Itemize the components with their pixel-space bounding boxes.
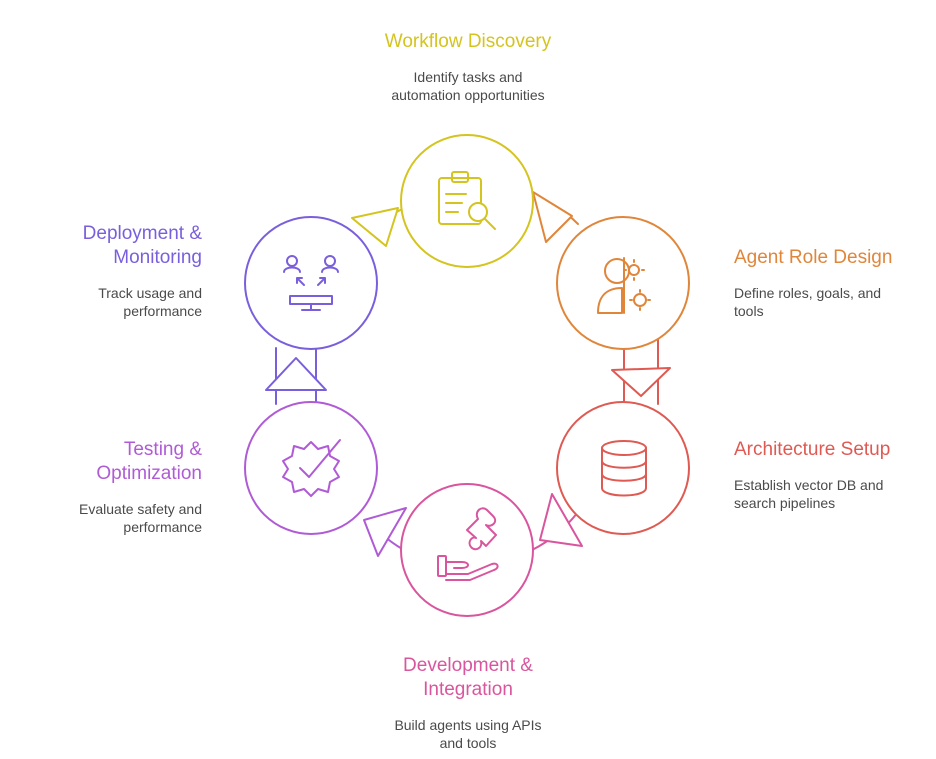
stage-desc-testing: Evaluate safety and performance [12,500,202,536]
stage-circle-discovery [400,134,534,268]
database-icon [601,440,647,497]
stage-circle-testing [244,401,378,535]
stage-desc-role-line1: Define roles, goals, and [734,285,882,301]
connector-testing-to-deployment [265,347,327,405]
stage-circle-development [400,483,534,617]
stage-title-deployment: Deployment & Monitoring [12,222,202,270]
clipboard-search-icon [438,171,496,230]
puzzle-hand-icon [437,507,499,581]
stage-desc-role-line2: tools [734,303,764,319]
stage-title-development-line1: Development & [403,655,533,676]
connector-development-to-testing [363,507,407,557]
stage-desc-discovery-line1: Identify tasks and [413,69,523,85]
stage-title-testing-line1: Testing & [123,439,202,460]
stage-desc-architecture-line1: Establish vector DB and [734,477,884,493]
stage-circle-deployment [244,216,378,350]
stage-desc-development-line1: Build agents using APIs [394,717,542,733]
head-gears-icon [597,257,651,314]
stage-label-role: Agent Role Design Define roles, goals, a… [734,246,929,320]
stage-label-development: Development & Integration Build agents u… [318,654,618,752]
stage-label-discovery: Workflow Discovery Identify tasks and au… [318,30,618,104]
stage-title-role: Agent Role Design [734,247,893,268]
users-monitor-icon [283,255,339,311]
connector-role-to-architecture [611,339,671,405]
stage-title-discovery: Workflow Discovery [384,31,552,52]
stage-desc-discovery-line2: automation opportunities [391,87,545,103]
stage-label-testing: Testing & Optimization Evaluate safety a… [12,438,202,536]
stage-desc-architecture-line2: search pipelines [734,495,836,511]
stage-desc-development: Build agents using APIs and tools [318,716,618,752]
stage-desc-testing-line1: Evaluate safety and [79,501,202,517]
stage-desc-deployment: Track usage and performance [12,284,202,320]
stage-desc-development-line2: and tools [439,735,497,751]
stage-desc-role: Define roles, goals, and tools [734,284,929,320]
stage-desc-architecture: Establish vector DB and search pipelines [734,476,929,512]
stage-title-testing: Testing & Optimization [12,438,202,486]
stage-title-development-line2: Integration [423,679,513,700]
stage-title-deployment-line2: Monitoring [113,247,202,268]
stage-title-deployment-line1: Deployment & [82,223,202,244]
stage-desc-deployment-line1: Track usage and [98,285,202,301]
stage-title-architecture: Architecture Setup [734,439,891,460]
stage-label-architecture: Architecture Setup Establish vector DB a… [734,438,929,512]
stage-title-testing-line2: Optimization [96,463,202,484]
stage-title-development: Development & Integration [318,654,618,702]
stage-desc-discovery: Identify tasks and automation opportunit… [318,68,618,104]
stage-desc-deployment-line2: performance [123,303,202,319]
badge-check-icon [282,439,341,497]
connector-architecture-to-development [531,493,583,551]
connector-discovery-to-role [531,191,579,243]
stage-label-deployment: Deployment & Monitoring Track usage and … [12,222,202,320]
stage-desc-testing-line2: performance [123,519,202,535]
